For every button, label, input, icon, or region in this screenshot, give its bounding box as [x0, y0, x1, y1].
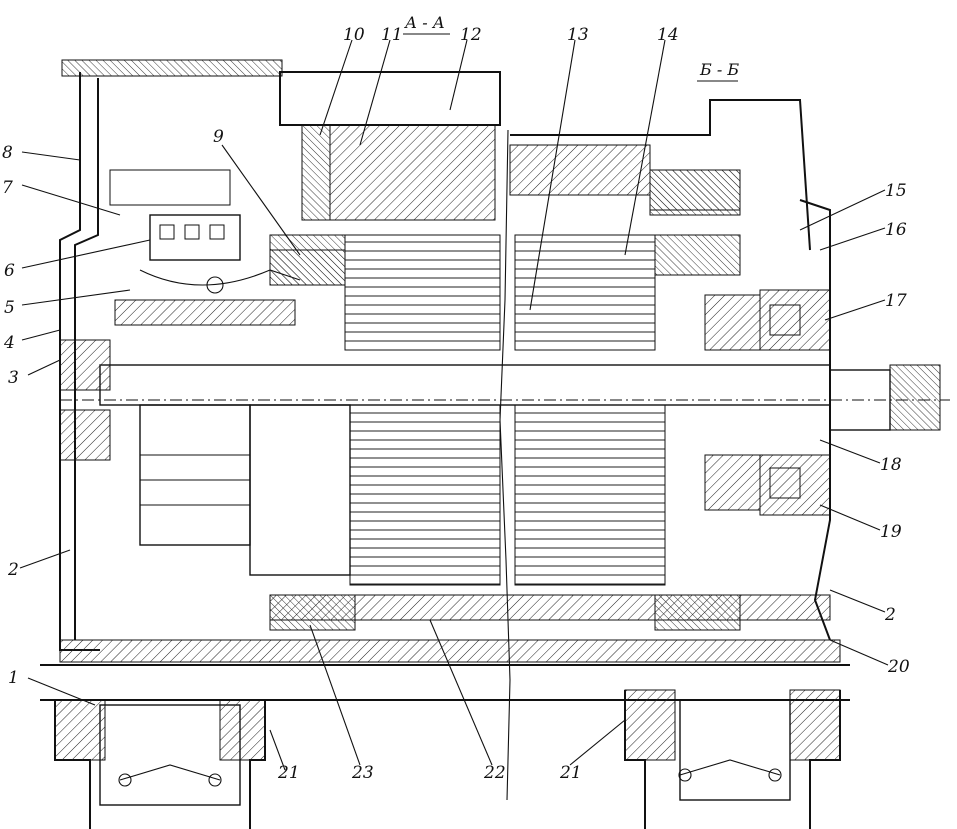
callout-23: 23 — [351, 763, 374, 783]
callout-8: 8 — [2, 143, 13, 163]
callout-12: 12 — [460, 25, 482, 45]
callout-labels: 1 2 3 4 5 6 7 8 9 10 11 12 13 14 15 16 1… — [2, 25, 910, 783]
armature-core — [349, 404, 666, 586]
leader-lines — [19, 39, 889, 771]
callout-10: 10 — [343, 25, 365, 45]
callout-9: 9 — [213, 127, 224, 147]
callout-16: 16 — [885, 220, 907, 240]
callout-21b: 21 — [559, 763, 582, 783]
callout-15: 15 — [885, 181, 907, 201]
callout-2: 2 — [7, 560, 19, 580]
callout-13: 13 — [567, 25, 589, 45]
section-title-b: Б - Б — [699, 60, 739, 79]
callout-3: 3 — [8, 368, 19, 388]
callout-11: 11 — [381, 25, 403, 45]
section-title-a: А - А — [404, 13, 445, 32]
callout-1: 1 — [8, 668, 19, 688]
callout-7: 7 — [2, 178, 13, 198]
callout-14: 14 — [657, 25, 679, 45]
callout-22: 22 — [483, 763, 506, 783]
callout-2b: 2 — [884, 605, 896, 625]
bearings — [59, 294, 801, 511]
brush-holder — [109, 169, 301, 326]
callout-21a: 21 — [277, 763, 300, 783]
field-coils — [269, 169, 741, 631]
callout-6: 6 — [4, 261, 15, 281]
callout-17: 17 — [885, 291, 907, 311]
callout-19: 19 — [880, 522, 902, 542]
stator-core — [269, 234, 741, 351]
axle-suspension — [54, 689, 841, 829]
callout-4: 4 — [3, 333, 15, 353]
callout-20: 20 — [887, 657, 910, 677]
callout-18: 18 — [880, 455, 902, 475]
callout-5: 5 — [4, 298, 15, 318]
commutator — [139, 404, 351, 576]
break-line — [499, 129, 511, 801]
shaft — [60, 364, 950, 431]
